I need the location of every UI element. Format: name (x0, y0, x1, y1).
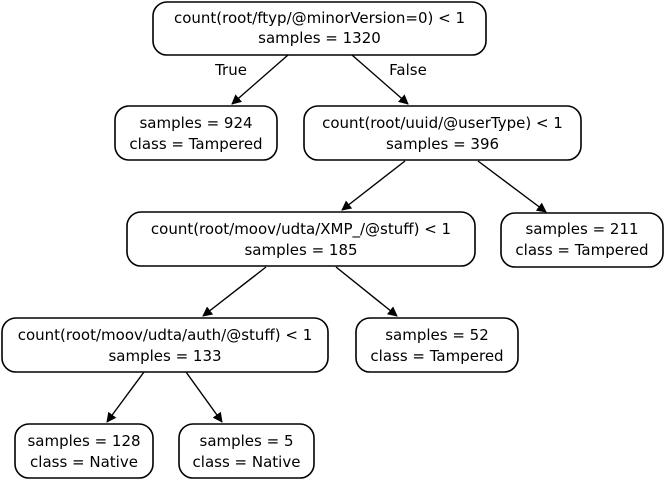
node-auth-split: count(root/moov/udta/auth/@stuff) < 1 sa… (1, 317, 329, 373)
node-root-split: count(root/ftyp/@minorVersion=0) < 1 sam… (152, 1, 487, 56)
node-class: class = Tampered (129, 135, 262, 153)
node-samples: samples = 52 (385, 326, 489, 344)
node-samples: samples = 396 (386, 135, 499, 153)
edge-xmp-to-auth (202, 266, 267, 317)
node-samples: samples = 133 (108, 347, 221, 365)
edge-root-to-true (231, 54, 289, 105)
node-class: class = Tampered (370, 347, 503, 365)
node-condition: count(root/moov/udta/XMP_/@stuff) < 1 (151, 220, 451, 239)
node-leaf-5: samples = 5 class = Native (178, 423, 315, 479)
edge-root-to-false (351, 54, 409, 105)
node-samples: samples = 128 (27, 432, 140, 450)
edge-label-true: True (214, 61, 247, 79)
node-xmp-split: count(root/moov/udta/XMP_/@stuff) < 1 sa… (126, 211, 476, 267)
node-condition: count(root/uuid/@userType) < 1 (322, 114, 563, 132)
edge-uuid-to-xmp (341, 160, 406, 211)
edge-xmp-to-leaf-52 (335, 266, 398, 317)
node-leaf-211: samples = 211 class = Tampered (500, 212, 664, 268)
node-leaf-128: samples = 128 class = Native (14, 423, 154, 479)
edge-uuid-to-leaf-211 (477, 160, 547, 213)
node-condition: count(root/ftyp/@minorVersion=0) < 1 (174, 9, 465, 27)
node-samples: samples = 5 (200, 432, 294, 450)
edge-auth-to-leaf-5 (185, 371, 223, 423)
node-class: class = Native (193, 453, 301, 471)
node-samples: samples = 185 (244, 241, 357, 259)
node-leaf-52: samples = 52 class = Tampered (355, 317, 519, 373)
node-samples: samples = 924 (139, 114, 252, 132)
node-samples: samples = 1320 (258, 29, 381, 47)
node-condition: count(root/moov/udta/auth/@stuff) < 1 (18, 326, 313, 344)
node-uuid-split: count(root/uuid/@userType) < 1 samples =… (303, 105, 582, 161)
node-samples: samples = 211 (525, 220, 638, 238)
edge-label-false: False (389, 61, 427, 79)
node-class: class = Native (30, 453, 138, 471)
node-class: class = Tampered (515, 241, 648, 259)
node-leaf-924: samples = 924 class = Tampered (114, 105, 278, 161)
edge-auth-to-leaf-128 (106, 371, 145, 423)
